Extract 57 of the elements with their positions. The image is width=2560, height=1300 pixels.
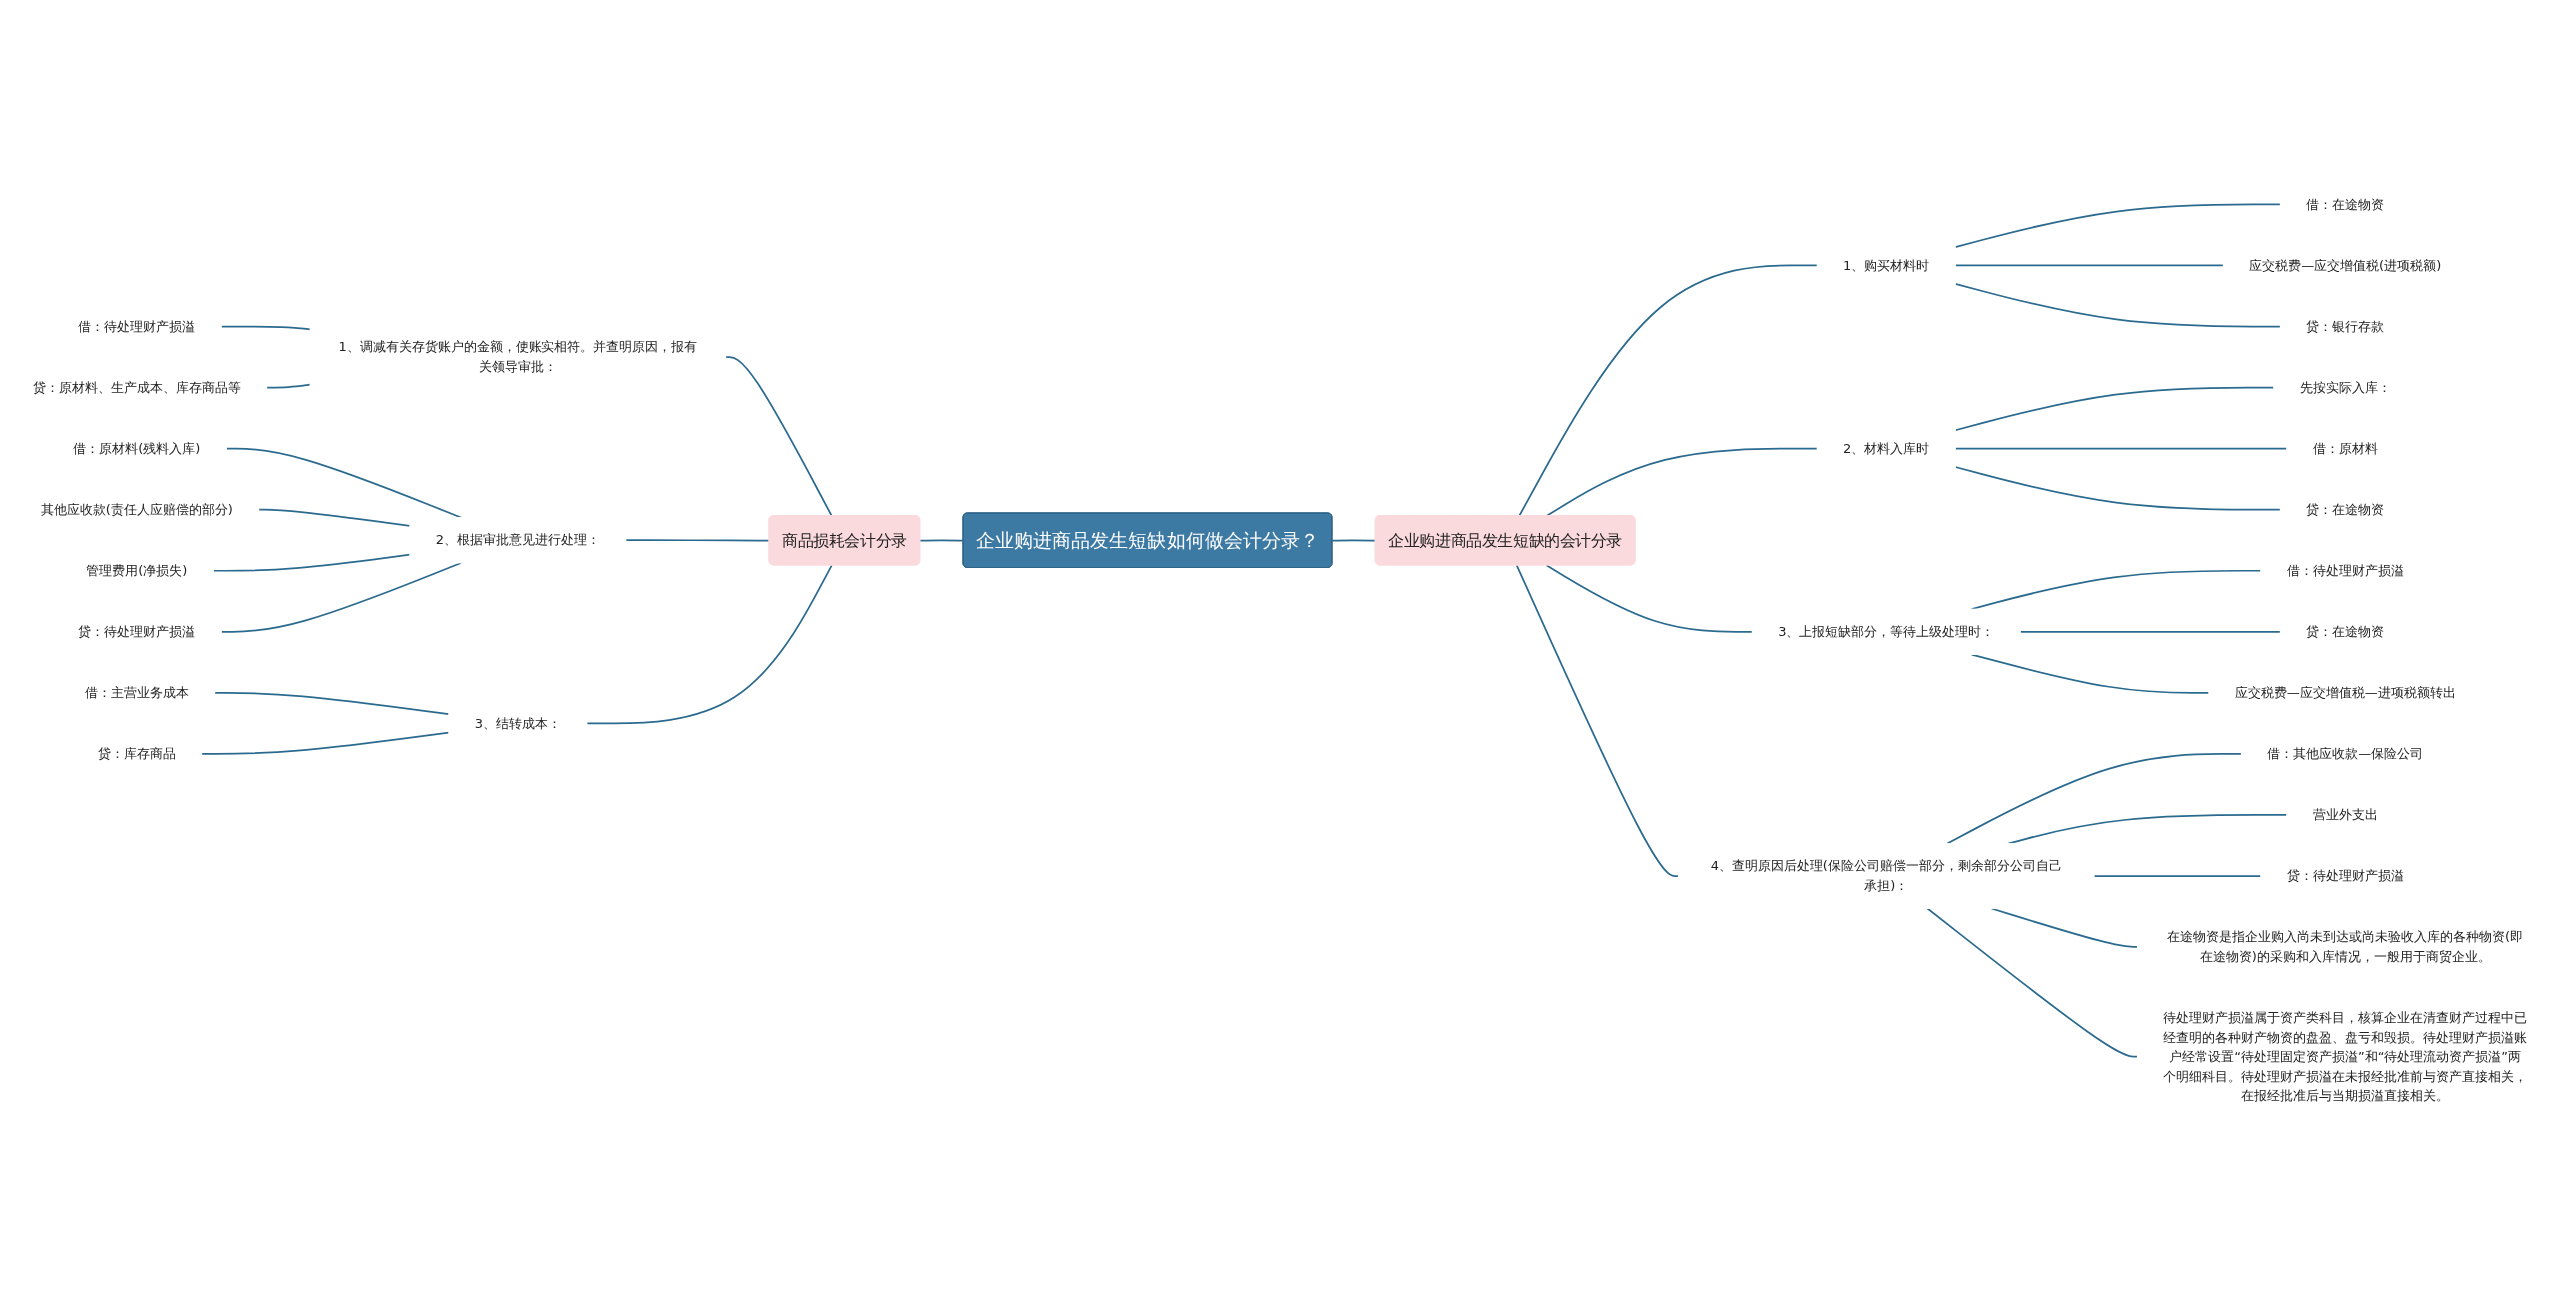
- node-text: 管理费用(净损失): [86, 562, 188, 579]
- connector: [2093, 875, 2262, 877]
- node-text: 借：主营业务成本: [84, 684, 189, 701]
- node-text: 借：原材料: [2312, 440, 2378, 457]
- connector: [2019, 630, 2282, 633]
- connector: [200, 731, 450, 755]
- node-text: 贷：待处理财产损溢: [2286, 868, 2404, 884]
- connector: [724, 356, 833, 517]
- node-text: 2、材料入库时: [1843, 440, 1930, 457]
- connector: [1545, 564, 1754, 633]
- connector: [212, 553, 411, 572]
- node-text: 借：待处理财产损溢: [78, 318, 196, 335]
- node-text: 1、调减有关存货账户的金额，使账实相符。并查明原因，报有关领导审批：: [338, 339, 698, 375]
- node-text: 2、根据审批意见进行处理：: [435, 532, 600, 548]
- connector: [1926, 907, 2139, 1058]
- node-text: 贷：银行存款: [2306, 318, 2385, 335]
- connector: [919, 539, 965, 542]
- connector: [220, 325, 311, 331]
- connector: [1515, 564, 1680, 877]
- connector: [1518, 264, 1818, 517]
- connector: [213, 692, 450, 716]
- connector: [1331, 539, 1377, 542]
- node-text: 应交税费—应交增值税(进项税额): [2249, 257, 2442, 274]
- connector: [220, 562, 462, 633]
- node-text: 1、购买材料时: [1843, 257, 1930, 274]
- connector: [1954, 283, 2282, 328]
- connector: [1954, 386, 2275, 432]
- node-text: 贷：待处理财产损溢: [78, 623, 196, 640]
- node-text: 贷：在途物资: [2306, 501, 2385, 518]
- connector: [225, 447, 462, 519]
- connector: [257, 508, 411, 527]
- connector: [1970, 653, 2210, 694]
- connector: [625, 539, 771, 542]
- node-text: 借：在途物资: [2306, 196, 2385, 212]
- node-text: 营业外支出: [2312, 806, 2378, 823]
- node-text: 借：原材料(残料入库): [73, 440, 201, 457]
- node-text: 在途物资是指企业购入尚未到达或尚未验收入库的各种物资(即在途物资)的采购和入库情况，一般用于商贸企业。: [2167, 929, 2524, 965]
- connector: [1946, 753, 2243, 845]
- node-text: 贷：库存商品: [97, 745, 176, 762]
- node-text: 3、结转成本：: [474, 715, 561, 731]
- connector: [1545, 447, 1818, 517]
- connector: [586, 564, 833, 725]
- connector: [265, 383, 311, 389]
- node-text: 先按实际入库：: [2299, 379, 2391, 396]
- node-text: 其他应收款(责任人应赔偿的部分): [40, 501, 233, 518]
- node-text: 贷：在途物资: [2306, 623, 2385, 640]
- node-text: 待处理财产损溢属于资产类科目，核算企业在清查财产过程中已经查明的各种财产物资的盘盈、盘亏和毁损。待处理财产损溢账户经常设置“待处理固定资产损溢”和“待处理流动资产损溢”两个明细科目。待处理财产损溢在未报经批准前与资产直接相关，在报经批准后与当期损溢直接相关。: [2163, 1009, 2528, 1104]
- connector: [1954, 264, 2225, 267]
- connector: [1954, 447, 2288, 450]
- connector: [1954, 466, 2282, 511]
- node-text: 应交税费—应交增值税—进项税额转出: [2234, 684, 2456, 701]
- node-text: 4、查明原因后处理(保险公司赔偿一部分，剩余部分公司自己承担)：: [1710, 858, 2062, 894]
- node-text: 借：其他应收款—保险公司: [2267, 745, 2424, 762]
- connector: [1954, 203, 2282, 248]
- node-text: 3、上报短缺部分，等待上级处理时：: [1778, 623, 1995, 640]
- node-text: 贷：原材料、生产成本、库存商品等: [32, 379, 241, 396]
- node-text: 借：待处理财产损溢: [2286, 562, 2404, 579]
